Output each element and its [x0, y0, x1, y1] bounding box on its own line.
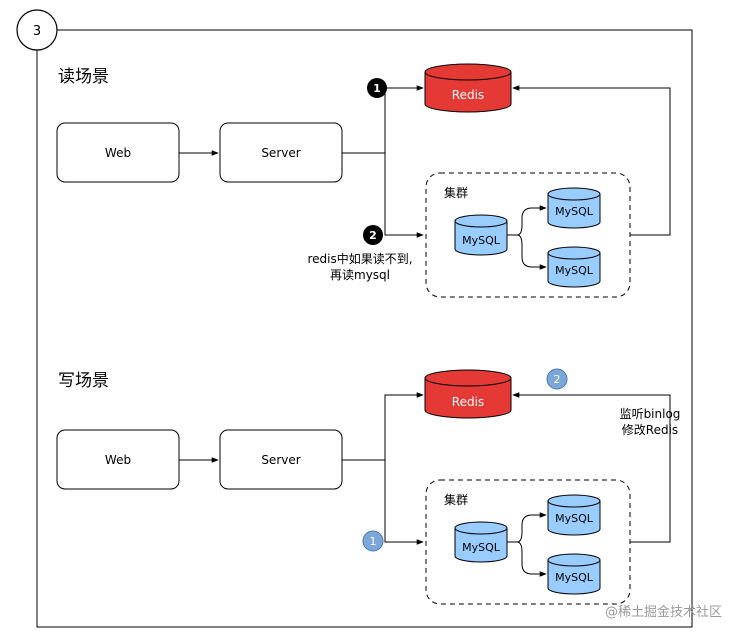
read-server-to-redis-arrow: [342, 85, 424, 154]
write-server-node: Server: [219, 429, 343, 490]
write-scenario-title: 写场景: [58, 371, 109, 391]
source-watermark: @稀土掘金技术社区: [605, 604, 722, 620]
write-redis-node: Redis: [424, 369, 512, 419]
read-replication-arrow-1: [507, 205, 547, 236]
step-badge-label: 3: [33, 24, 41, 39]
write-replication-arrow-2: [507, 541, 547, 577]
read-note-line-2: 再读mysql: [330, 268, 390, 282]
write-mysql-replica-1-label: MySQL: [555, 512, 594, 525]
write-server-label: Server: [261, 453, 300, 467]
read-server-label: Server: [261, 146, 300, 160]
read-marker-1-label: 1: [373, 82, 381, 95]
write-replication-arrow-1: [507, 512, 547, 543]
write-web-label: Web: [105, 453, 131, 467]
read-redis-label: Redis: [452, 88, 484, 102]
read-scenario-title: 读场景: [58, 67, 109, 87]
read-mysql-replica-2: MySQL: [547, 246, 601, 288]
read-note-line-1: redis中如果读不到,: [307, 251, 412, 266]
read-server-node: Server: [219, 122, 343, 183]
step-badge: 3: [16, 9, 58, 51]
read-mysql-replica-1: MySQL: [547, 187, 601, 229]
write-marker-2-label: 2: [554, 373, 561, 386]
write-mysql-main: MySQL: [454, 521, 508, 563]
read-mysql-replica-2-label: MySQL: [555, 264, 594, 277]
write-server-to-cluster-arrow: [342, 459, 424, 545]
write-redis-label: Redis: [452, 395, 484, 409]
write-cluster-title: 集群: [444, 492, 468, 507]
read-marker-2-label: 2: [369, 229, 377, 242]
read-web-node: Web: [56, 122, 180, 183]
read-redis-node: Redis: [424, 63, 512, 113]
write-mysql-main-label: MySQL: [462, 541, 501, 554]
read-marker-1: 1: [367, 78, 387, 98]
read-server-to-cluster-arrow: [342, 152, 424, 238]
write-marker-1-label: 1: [370, 535, 377, 548]
read-mysql-main: MySQL: [454, 214, 508, 256]
write-mysql-replica-2-label: MySQL: [555, 571, 594, 584]
write-binlog-to-redis-arrow: [512, 392, 671, 543]
write-marker-2: 2: [546, 368, 568, 390]
read-cluster-title: 集群: [444, 185, 468, 200]
read-cluster-to-redis-arrow: [512, 85, 671, 236]
read-replication-arrow-2: [507, 234, 547, 270]
write-marker-1: 1: [362, 530, 384, 552]
write-web-node: Web: [56, 429, 180, 490]
read-mysql-replica-1-label: MySQL: [555, 205, 594, 218]
write-mysql-replica-2: MySQL: [547, 553, 601, 595]
outer-frame: [36, 29, 693, 628]
write-note-line-1: 监听binlog: [620, 407, 681, 421]
read-marker-2: 2: [363, 225, 383, 245]
write-mysql-replica-1: MySQL: [547, 494, 601, 536]
write-note-line-2: 修改Redis: [622, 422, 678, 437]
read-mysql-main-label: MySQL: [462, 234, 501, 247]
write-server-to-redis-arrow: [342, 392, 424, 461]
read-web-label: Web: [105, 146, 131, 160]
